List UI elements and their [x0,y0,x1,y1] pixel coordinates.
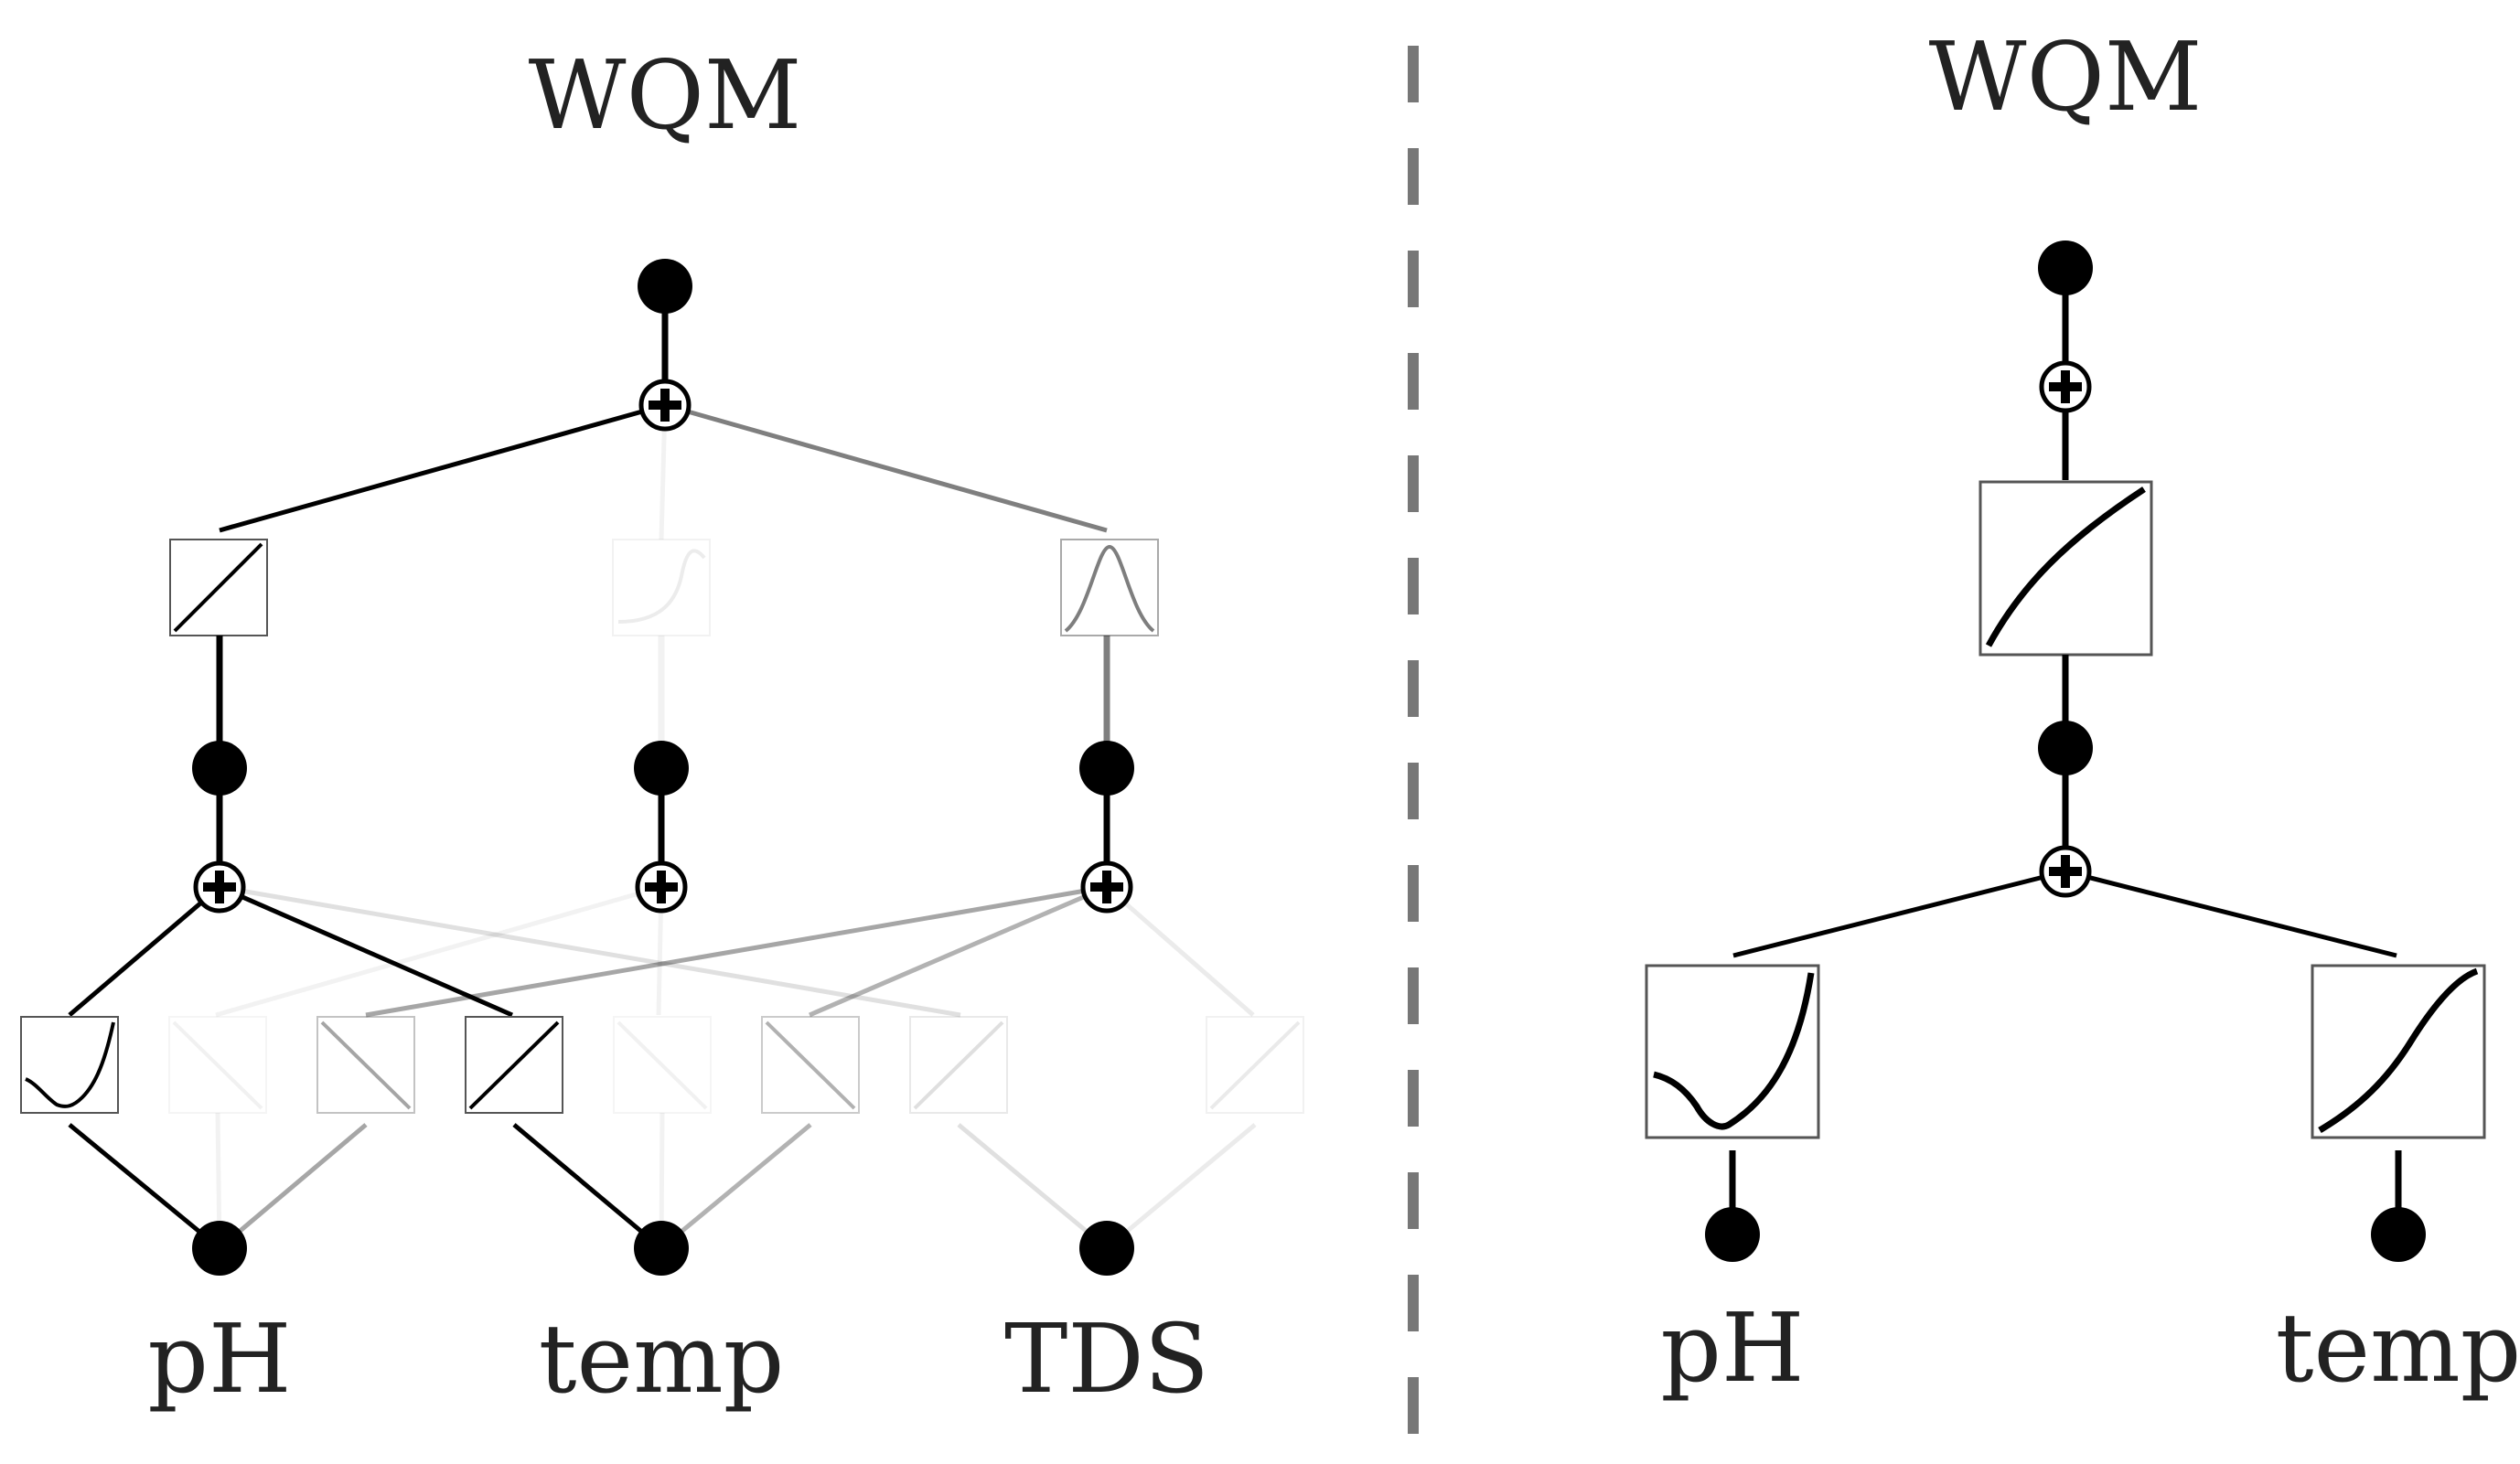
right-input-node-ph [1705,1207,1760,1262]
act-box-tds-h1 [909,1016,1008,1114]
edge-tds-in1 [957,1123,1109,1250]
edge-sum3-tds [1105,885,1255,1017]
input-label-temp: temp [539,1303,785,1415]
act-box-temp-h1 [465,1016,563,1114]
hidden-node-3 [1079,741,1134,796]
right-act-box-temp [2311,964,2486,1139]
edge-temp-in3 [659,1123,812,1250]
right-output-node [2038,240,2093,295]
left-top-sum-node [641,381,689,429]
edge-sum3-temp [809,884,1108,1018]
edge-sum-to-act-h3 [664,402,1108,533]
input-node-temp [634,1221,689,1276]
left-panel: WQM [20,39,1304,1415]
act-box-h2 [612,539,711,636]
hidden-node-1 [192,741,247,796]
act-box-ph-h2 [168,1016,267,1114]
edge-sum3-ph [365,884,1108,1018]
activation-curve-concave-increasing [1985,486,2146,647]
act-box-h3 [1060,539,1159,636]
act-box-h1 [169,539,268,636]
activation-curve-linear [913,1021,1004,1110]
edge-tds-in3 [1105,1123,1257,1250]
right-hidden-sum-node [2042,848,2089,895]
activation-curve-linear [1209,1021,1301,1110]
edge-sum-to-act-h1 [219,402,666,533]
hidden-sum-2 [638,863,685,911]
edge-sum2-ph [215,884,662,1018]
activation-curve-decreasing [765,1021,856,1110]
edge-sum1-ph [68,885,221,1017]
edge-temp-in1 [512,1123,663,1250]
hidden-sum-3 [1083,863,1131,911]
right-hidden-node [2038,721,2093,775]
right-act-box-ph [1645,964,1820,1139]
edge-ph-in1 [68,1123,221,1250]
act-box-temp-h2 [613,1016,712,1114]
left-lower-edges [68,884,1255,1018]
activation-curve-decreasing [172,1021,263,1110]
activation-curve-parabola [1653,972,1815,1130]
activation-curve-parabola [25,1021,115,1108]
act-box-temp-h3 [761,1016,860,1114]
input-label-ph: pH [147,1303,291,1415]
right-title: WQM [1929,21,2203,133]
right-input-label-temp: temp [2276,1292,2520,1404]
right-act-box-hidden [1978,480,2153,657]
edge-sum1-temp [218,884,514,1018]
hidden-node-2 [634,741,689,796]
hidden-sum-1 [196,863,243,911]
act-box-tds-h3 [1206,1016,1304,1114]
right-top-sum-node [2042,363,2089,411]
left-input-edges [68,1112,1257,1250]
input-label-tds: TDS [1004,1303,1209,1415]
left-output-node [638,259,692,314]
right-panel: WQM pH temp [1645,21,2520,1404]
left-title: WQM [529,39,802,151]
right-input-label-ph: pH [1660,1292,1804,1404]
activation-curve-decreasing [320,1021,412,1110]
activation-curve-decreasing [617,1021,708,1110]
edge-right-sum-ph [1732,869,2066,958]
edge-right-sum-temp [2064,869,2397,958]
edge-sum1-tds [219,884,961,1018]
activation-curve-bell [1064,544,1155,633]
act-box-ph-h1 [20,1016,119,1114]
input-node-ph [192,1221,247,1276]
activation-curve-linear [173,542,263,633]
activation-curve-linear [468,1021,560,1110]
right-input-node-temp [2371,1207,2426,1262]
input-node-tds [1079,1221,1134,1276]
activation-curve-sigmoid [617,549,706,624]
edge-ph-in3 [218,1123,368,1250]
act-box-ph-h3 [316,1016,415,1114]
activation-curve-s-curve [2318,967,2479,1134]
